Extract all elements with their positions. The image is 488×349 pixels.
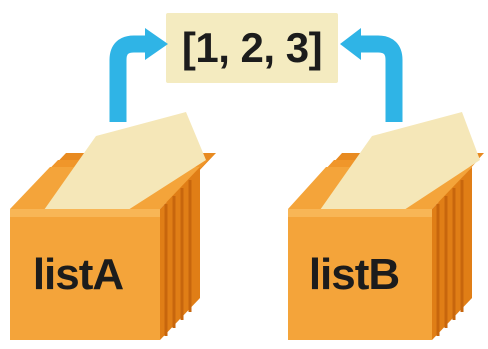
list-a-box <box>10 112 216 340</box>
arrow-b-to-value <box>340 28 403 122</box>
list-a-front-face <box>10 209 160 340</box>
list-b-front-face <box>288 209 432 340</box>
list-b-front-rim <box>288 209 432 217</box>
arrow-a-to-value <box>109 28 168 122</box>
list-a-card <box>44 112 206 210</box>
list-b-box <box>288 112 484 340</box>
shared-value-box <box>166 13 338 83</box>
list-a-side-stripes <box>164 180 192 336</box>
shared-value-label: [1, 2, 3] <box>181 24 323 71</box>
list-a-label: listA <box>32 250 124 299</box>
list-b-label: listB <box>308 250 400 299</box>
list-a-front-rim <box>10 209 160 217</box>
list-b-card <box>320 112 480 210</box>
list-b-side-stripes <box>436 180 464 336</box>
